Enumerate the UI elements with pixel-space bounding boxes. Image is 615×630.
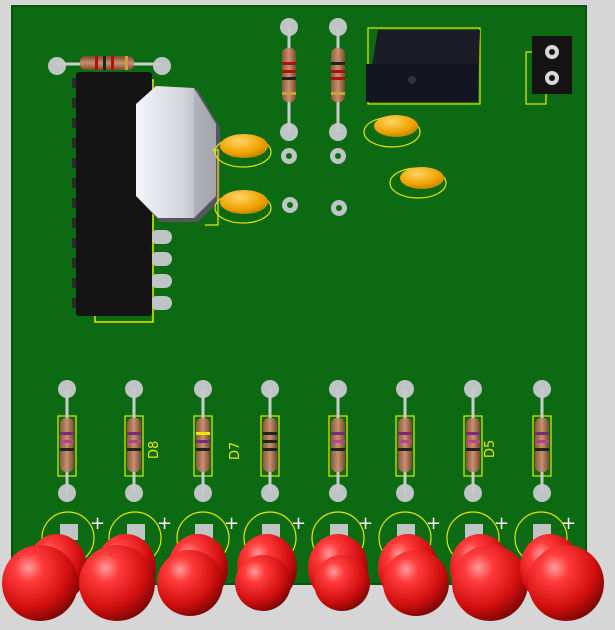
- resistor-led-1: [57, 380, 77, 502]
- capacitor-c2: [214, 190, 298, 224]
- capacitor-icon: [400, 167, 444, 189]
- plus-sign: +: [561, 513, 576, 534]
- plus-sign: +: [224, 513, 239, 534]
- label-d8: D8: [147, 441, 162, 459]
- crystal-icon: [136, 86, 220, 222]
- leds: [2, 534, 604, 621]
- resistor-icon: [196, 418, 210, 472]
- led-icon: [308, 534, 370, 611]
- regulator-icon: [366, 27, 481, 105]
- resistor-led-7: [463, 380, 483, 502]
- resistor-icon: [282, 48, 296, 102]
- resistor-icon: [127, 418, 141, 472]
- capacitor-icon: [220, 134, 268, 158]
- resistor-icon: [80, 56, 134, 70]
- capacitor-c1: [214, 134, 297, 168]
- led-icon: [450, 534, 528, 621]
- led-footprints: + + + + + + + +: [41, 511, 576, 565]
- resistor-icon: [60, 418, 74, 472]
- resistor-icon: [331, 48, 345, 102]
- resistor-led-4: [260, 380, 280, 502]
- led-icon: [520, 534, 604, 621]
- label-d7: D7: [228, 442, 243, 460]
- resistor-icon: [466, 418, 480, 472]
- resistor-icon: [535, 418, 549, 472]
- plus-sign: +: [494, 513, 509, 534]
- ic-right-pads: [150, 230, 172, 310]
- led-icon: [235, 534, 297, 611]
- capacitor-icon: [220, 190, 268, 214]
- plus-sign: +: [426, 513, 441, 534]
- resistor-r-top-a: [280, 18, 298, 141]
- resistor-icon: [331, 418, 345, 472]
- resistor-led-6: [395, 380, 415, 502]
- resistor-led-5: [328, 380, 348, 502]
- led-icon: [79, 534, 156, 621]
- label-d5: D5: [483, 440, 498, 458]
- capacitor-icon: [374, 115, 418, 137]
- resistor-led-2: [124, 380, 144, 502]
- ic-chip-icon: [72, 72, 152, 316]
- plus-sign: +: [90, 513, 105, 534]
- pcb-board-edge: [11, 5, 587, 585]
- resistor-r-top-b: [329, 18, 347, 141]
- led-icon: [157, 534, 228, 616]
- led-icon: [378, 534, 449, 616]
- resistor-r-top: [48, 56, 171, 75]
- led-icon: [2, 534, 87, 621]
- resistor-led-8: [532, 380, 552, 502]
- plus-sign: +: [358, 513, 373, 534]
- plus-sign: +: [291, 513, 306, 534]
- pin-header-icon: [525, 36, 572, 105]
- resistor-led-3: [193, 380, 213, 502]
- capacitor-c4: [331, 167, 447, 216]
- led-resistors: [57, 380, 552, 502]
- pad: [48, 57, 66, 75]
- capacitor-c3: [330, 115, 421, 164]
- resistor-icon: [398, 418, 412, 472]
- pad: [153, 57, 171, 75]
- resistor-icon: [263, 418, 277, 472]
- plus-sign: +: [157, 513, 172, 534]
